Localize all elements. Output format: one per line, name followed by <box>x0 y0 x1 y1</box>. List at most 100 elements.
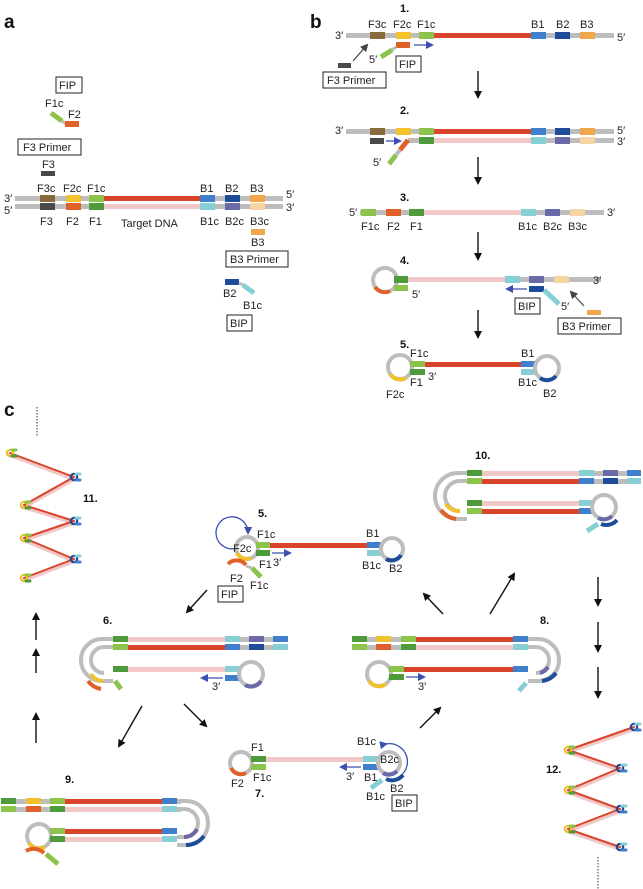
seg-f1c <box>89 195 104 202</box>
c10-seg-b1-a <box>579 478 594 484</box>
c9-seg-b1-lower <box>162 828 177 834</box>
c10-bip-b2 <box>600 518 619 528</box>
c10-f2c-arc <box>444 502 461 514</box>
b3-seg-f1c <box>361 209 376 216</box>
b5-lbl-b1: B1 <box>521 348 534 360</box>
b-step-4-number: 4. <box>400 255 409 267</box>
b4-end-5: 5′ <box>412 289 420 301</box>
zigzag-loop <box>563 824 573 834</box>
b2-seg-f1c <box>419 128 434 135</box>
c5-seg-f1 <box>256 550 270 556</box>
zigzag-strand-red <box>567 726 635 751</box>
b3-primer-segment <box>251 229 265 235</box>
b4-seg-f1 <box>394 276 408 283</box>
c5-lbl-f2c: F2c <box>233 543 252 555</box>
zigzag-loop <box>69 472 79 482</box>
b3-lbl-b3c: B3c <box>568 221 587 233</box>
c5-lbl-b2: B2 <box>389 563 402 575</box>
c8-end-3: 3′ <box>418 681 426 693</box>
end-5-top-right: 5′ <box>286 189 294 201</box>
b2-bottom-target <box>434 138 531 143</box>
c5-seg-b1 <box>367 542 381 548</box>
c9-pink-top <box>65 807 162 812</box>
c10-f2-arc <box>439 508 457 521</box>
c9-red-top <box>65 799 162 804</box>
c9-fip-f1c <box>44 852 60 866</box>
b4-loop-f2 <box>373 285 391 295</box>
b1-lbl-f1c: F1c <box>417 19 436 31</box>
c7-seg-b1 <box>363 764 378 770</box>
c-step-5-number: 5. <box>258 508 267 520</box>
bip-b1c-segment <box>241 282 256 296</box>
f3-primer-segment <box>41 171 55 176</box>
b1-fip-label: FIP <box>399 59 416 71</box>
b2-seg-b1c <box>531 137 546 144</box>
c10-seg-b1-end <box>627 470 641 476</box>
c9-seg-f1-lower <box>50 836 65 842</box>
b2-end-3b: 3′ <box>617 136 625 148</box>
zigzag-loop <box>69 516 79 526</box>
b5-seg-b1 <box>521 361 536 367</box>
fip-f1c-label: F1c <box>45 98 64 110</box>
b3-primer-box <box>225 250 289 268</box>
fip-f2-segment <box>65 121 79 127</box>
b5-lbl-b1c: B1c <box>518 377 537 389</box>
c7-lbl-b1c: B1c <box>357 736 376 748</box>
b5-left-loop-f2c <box>388 372 407 382</box>
b3-lbl-b2c: B2c <box>543 221 562 233</box>
b1-fip-box <box>395 55 422 73</box>
c10-seg-b1c-end <box>627 478 641 484</box>
c5-fip-f2 <box>226 558 248 567</box>
c-step-6-number: 6. <box>103 615 112 627</box>
seg-f3c <box>40 195 55 202</box>
b4-target <box>408 277 505 282</box>
lbl-f2c: F2c <box>63 183 82 195</box>
c10-seg-b2c-a <box>603 470 618 476</box>
c7-lbl-f1: F1 <box>251 742 264 754</box>
seg-f3 <box>40 203 55 210</box>
seg-b3c <box>250 203 265 210</box>
b1-fip-end-5: 5′ <box>369 54 377 66</box>
c6-end-3: 3′ <box>212 681 220 693</box>
c6-seg-b1 <box>225 644 240 650</box>
c10-loop-b2c <box>597 514 614 522</box>
c8-seg-f1-b <box>401 644 416 650</box>
c7-loop-rotation-arrow <box>379 741 409 779</box>
b1-seg-f3c <box>370 32 385 39</box>
zigzag-strand-red <box>567 789 621 810</box>
c9-seg-b1 <box>162 798 177 804</box>
seg-f2c <box>66 195 81 202</box>
c10-seg-b2-a <box>603 478 618 484</box>
c6-seg-f1-top <box>113 636 128 642</box>
c9-seg-f1c-lower <box>50 828 65 834</box>
b1-fip-linker <box>391 45 397 52</box>
zigzag-strand-red <box>567 828 621 848</box>
c9-seg-b1c <box>162 806 177 812</box>
c5-loop-rotation-arrow <box>215 516 253 550</box>
b3-lbl-f1c: F1c <box>361 221 380 233</box>
zigzag-loop <box>19 573 29 583</box>
zigzag-loop <box>563 745 573 755</box>
b2-top-target <box>434 129 531 134</box>
lbl-f3: F3 <box>40 216 53 228</box>
b3-seg-b3c <box>570 209 585 216</box>
zigzag-strand-pink <box>566 727 636 754</box>
b3-seg-b2c <box>545 209 560 216</box>
c-step-12-number: 12. <box>546 764 561 776</box>
c7-loop-f2 <box>229 766 247 777</box>
zigzag-strand-pink <box>8 453 76 481</box>
bip-label: BIP <box>230 318 248 330</box>
c6-seg-b1-lower <box>225 675 240 681</box>
c7-bip-b2 <box>385 773 405 783</box>
zigzag-strand-red <box>567 749 621 769</box>
b2-seg-b1 <box>531 128 546 135</box>
zigzag-loop <box>615 804 625 814</box>
b5-seg-f1c <box>410 361 425 367</box>
c7-lbl-f1c: F1c <box>253 772 272 784</box>
c9-seg-b1c-lower <box>162 836 177 842</box>
c-arrow-6-7 <box>183 703 208 728</box>
c7-bip-box <box>391 794 418 812</box>
b1-lbl-f3c: F3c <box>368 19 387 31</box>
c5-right-loop-b2 <box>385 553 403 563</box>
b2-seg-b3c <box>580 137 595 144</box>
